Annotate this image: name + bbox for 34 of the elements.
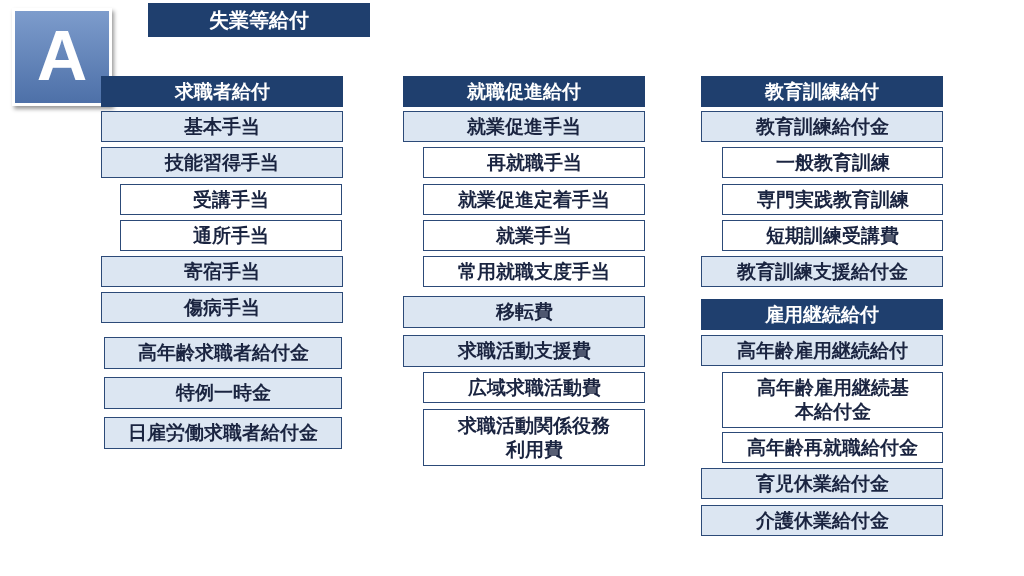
category-header: 求職者給付 (101, 76, 343, 107)
sub-benefit-box: 求職活動関係役務利用費 (423, 409, 645, 466)
benefit-box: 基本手当 (101, 111, 343, 142)
benefit-box: 高年齢求職者給付金 (104, 337, 342, 369)
sub-benefit-box: 就業促進定着手当 (423, 184, 645, 215)
benefit-box: 教育訓練支援給付金 (701, 256, 943, 287)
benefit-box: 介護休業給付金 (701, 505, 943, 536)
sub-benefit-box: 高年齢雇用継続基本給付金 (722, 372, 943, 428)
benefit-box: 傷病手当 (101, 292, 343, 323)
sub-benefit-box: 一般教育訓練 (722, 147, 943, 178)
section-badge: A (12, 8, 112, 106)
benefit-box: 特例一時金 (104, 377, 342, 409)
benefit-box: 移転費 (403, 296, 645, 328)
benefit-box: 就業促進手当 (403, 111, 645, 142)
sub-benefit-box: 短期訓練受講費 (722, 220, 943, 251)
category-header: 就職促進給付 (403, 76, 645, 107)
benefit-box: 高年齢雇用継続給付 (701, 335, 943, 366)
sub-benefit-box: 受講手当 (120, 184, 342, 215)
sub-benefit-box: 専門実践教育訓練 (722, 184, 943, 215)
category-header: 教育訓練給付 (701, 76, 943, 107)
sub-benefit-box: 就業手当 (423, 220, 645, 251)
benefit-box: 寄宿手当 (101, 256, 343, 287)
benefit-box: 教育訓練給付金 (701, 111, 943, 142)
sub-benefit-box: 常用就職支度手当 (423, 256, 645, 287)
benefit-box: 育児休業給付金 (701, 468, 943, 499)
sub-benefit-box: 再就職手当 (423, 147, 645, 178)
benefit-box: 技能習得手当 (101, 147, 343, 178)
title-banner: 失業等給付 (148, 3, 370, 37)
sub-benefit-box: 通所手当 (120, 220, 342, 251)
sub-benefit-box: 広域求職活動費 (423, 372, 645, 403)
benefit-box: 日雇労働求職者給付金 (104, 417, 342, 449)
benefit-box: 求職活動支援費 (403, 335, 645, 367)
sub-benefit-box: 高年齢再就職給付金 (722, 432, 943, 463)
category-header: 雇用継続給付 (701, 299, 943, 330)
